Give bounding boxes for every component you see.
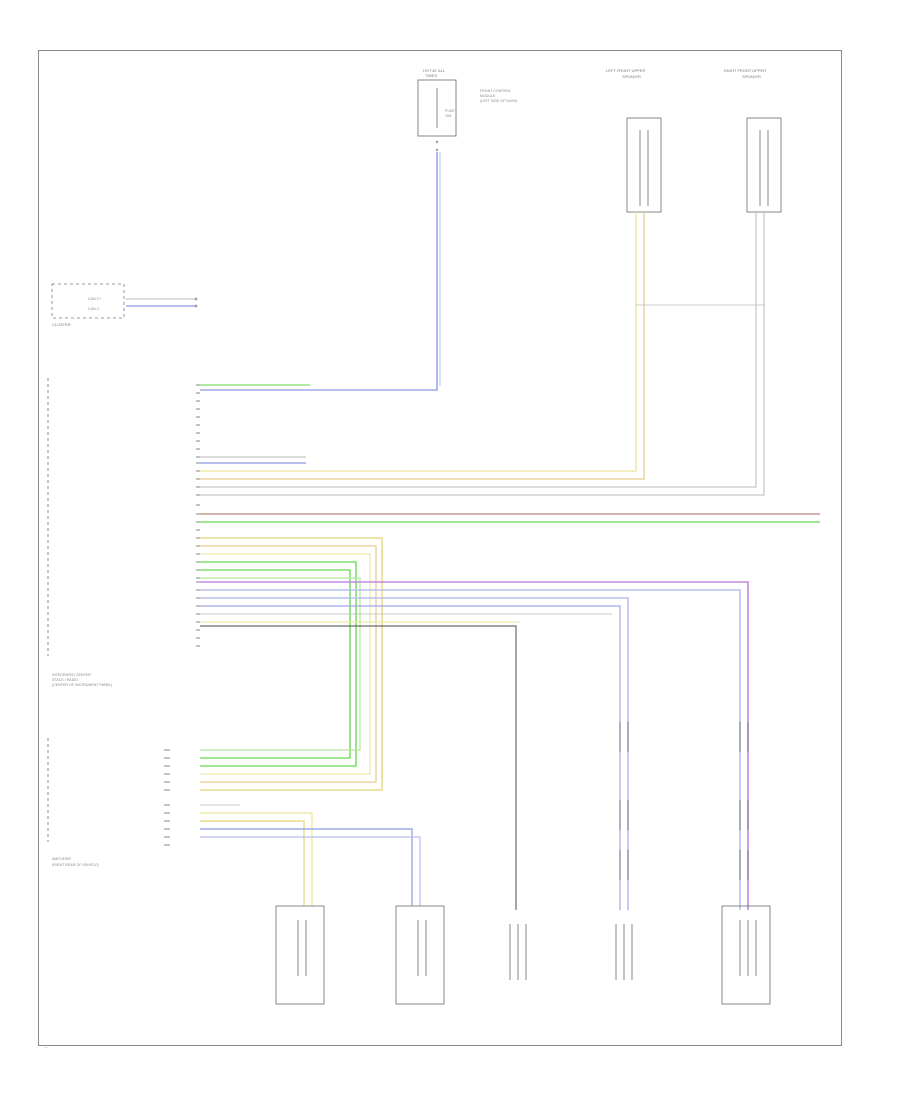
diagram-frame [38,50,842,1046]
amplifier-module: AMPLIFIER (RIGHT REAR OF VEHICLE) [47,738,170,867]
svg-text:FUSE: FUSE [445,109,455,113]
wire-amp-1 [200,537,383,791]
wire-spk2-a [200,828,413,906]
svg-text:—: — [44,1045,48,1049]
wire-rf-speaker-neg [200,212,765,496]
svg-text:CLUSTER: CLUSTER [52,322,71,327]
svg-text:AMPLIFIER: AMPLIFIER [52,857,71,861]
svg-text:MODULE: MODULE [480,94,496,98]
wire-amp-4 [200,561,357,767]
wire-lf-speaker-pos [200,212,637,472]
svg-text:SPEAKER: SPEAKER [622,74,641,79]
wire-spk2-b [200,836,421,906]
svg-text:(CENTER OF INSTRUMENT PANEL): (CENTER OF INSTRUMENT PANEL) [52,683,112,687]
svg-text:(RIGHT REAR OF VEHICLE): (RIGHT REAR OF VEHICLE) [52,863,99,867]
top-fuse-component: HOT AT ALL TIMES FRONT CONTROL MODULE (L… [417,68,517,152]
top-fuse-title: HOT AT ALL [423,68,446,73]
top-fuse-side-label: FRONT CONTROL [480,89,511,93]
svg-text:10A: 10A [445,114,452,118]
svg-text:INTEGRATED CENTER: INTEGRATED CENTER [52,673,91,677]
right-front-upper-speaker: RIGHT FRONT UPPER SPEAKER [724,68,782,213]
svg-text:STACK / RADIO: STACK / RADIO [52,678,78,682]
svg-text:SPEAKER: SPEAKER [742,74,761,79]
svg-text:LEFT FRONT UPPER: LEFT FRONT UPPER [606,68,646,73]
wire-spk1-b [200,820,305,906]
speaker-box-5 [721,905,771,1005]
wire-lr-speaker-pos [200,597,629,910]
wire-amp-6 [200,577,361,751]
wire-spk1-a [200,812,313,906]
speaker-box-2 [395,905,445,1005]
wire-lf-speaker-neg [200,212,645,480]
wire-harness [126,152,820,910]
wire-fuse-feed [200,152,438,391]
cluster-component: CLUSTER CAN C+ CAN C- [51,283,198,327]
radio-module: INTEGRATED CENTER STACK / RADIO (CENTER … [47,378,200,687]
left-front-upper-speaker: LEFT FRONT UPPER SPEAKER [606,68,662,213]
svg-text:TIMES: TIMES [425,73,438,78]
wire-amp-5 [200,569,351,759]
wire-amp-2 [200,545,377,783]
bottom-components [275,722,771,1005]
wire-subwoofer [200,625,517,910]
svg-text:CAN C-: CAN C- [88,307,101,311]
wire-rf-speaker-pos [200,212,757,488]
wire-amp-3 [200,553,371,775]
svg-text:CAN C+: CAN C+ [88,297,101,301]
wire-rr-speaker-pos [200,581,749,910]
svg-text:(LEFT SIDE OF DASH): (LEFT SIDE OF DASH) [480,99,517,103]
svg-text:RIGHT FRONT UPPER: RIGHT FRONT UPPER [724,68,766,73]
speaker-box-1 [275,905,325,1005]
